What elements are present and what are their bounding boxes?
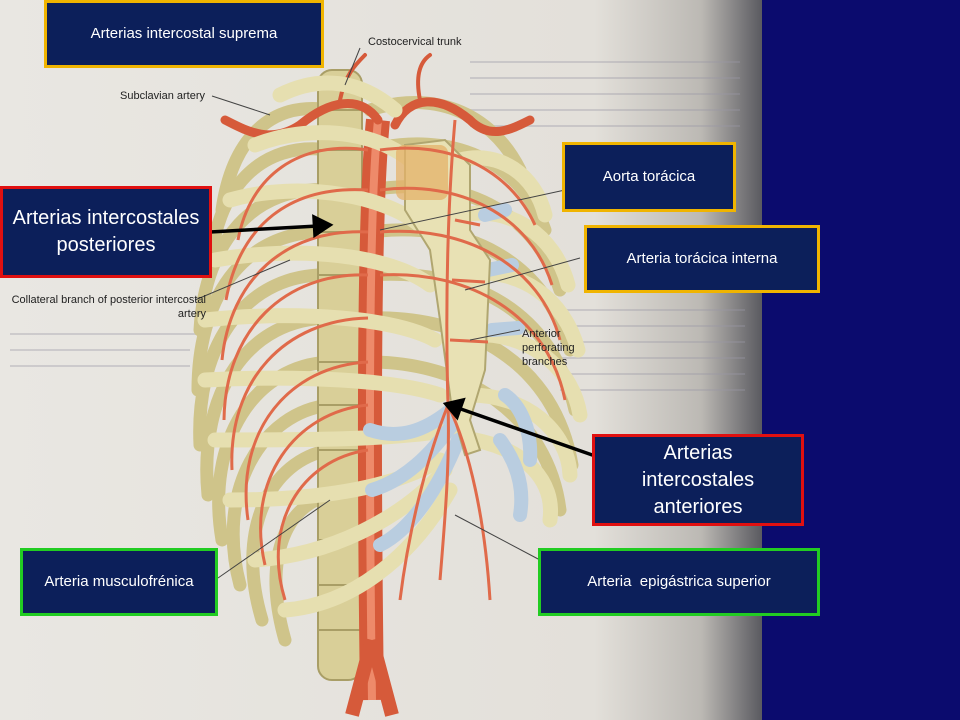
printed-leader-lines — [194, 47, 581, 579]
posterior-intercostal-arteries — [220, 146, 567, 601]
costal-cartilages — [363, 203, 538, 552]
arrow-head-posterior — [312, 214, 334, 239]
printed-label-collateral-branch: Collateral branch of posterior intercost… — [11, 294, 206, 320]
printed-label-subclavian: Subclavian artery — [120, 90, 205, 102]
internal-thoracic-artery — [398, 119, 492, 601]
label-musculofrenica: Arteria musculofrénica — [20, 548, 218, 616]
label-toracica-interna: Arteria torácica interna — [584, 225, 820, 293]
label-intercostales-anteriores: Arterias intercostales anteriores — [592, 434, 804, 526]
page-text-lines — [10, 61, 745, 391]
black-arrows — [209, 214, 599, 459]
label-intercostales-posteriores: Arterias intercostales posteriores — [0, 186, 212, 278]
arrow-head-anterior — [442, 397, 466, 421]
label-aorta-toracica: Aorta torácica — [562, 142, 736, 212]
printed-label-anterior-perforating: Anterior perforating branches — [522, 328, 575, 368]
printed-label-costocervical: Costocervical trunk — [368, 36, 462, 48]
label-epigastrica-superior: Arteria epigástrica superior — [538, 548, 820, 616]
label-intercostal-suprema: Arterias intercostal suprema — [44, 0, 324, 68]
